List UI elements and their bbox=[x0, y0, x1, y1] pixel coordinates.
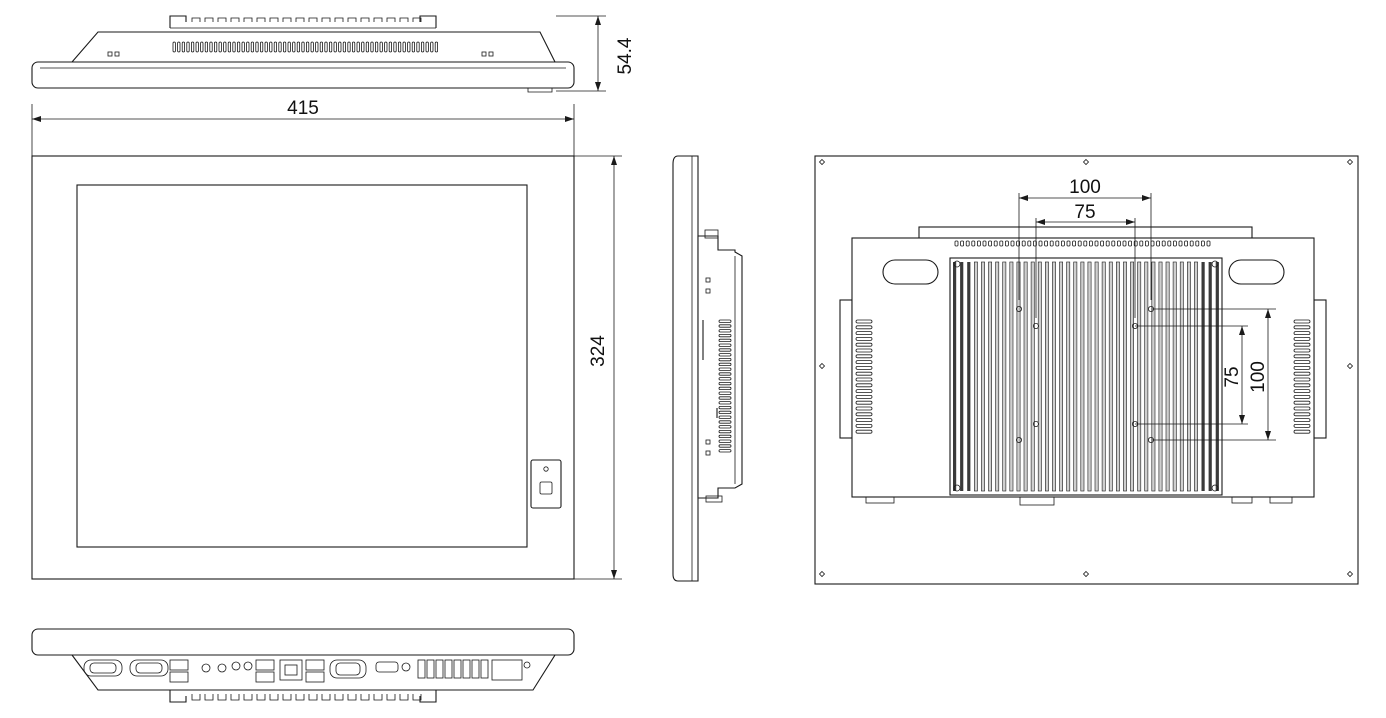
front-view bbox=[31, 155, 575, 580]
width-label: 415 bbox=[287, 98, 319, 119]
height-label: 324 bbox=[588, 335, 609, 367]
width-dimension: 415 bbox=[31, 98, 575, 156]
rear-view bbox=[814, 155, 1359, 585]
height-dimension: 324 bbox=[574, 155, 622, 580]
top-view bbox=[31, 15, 575, 93]
vesa-inner-v-label: 75 bbox=[1222, 366, 1243, 387]
vesa-vertical-dimensions: 75 100 bbox=[1135, 308, 1276, 441]
vesa-outer-v-label: 100 bbox=[1248, 361, 1269, 393]
vesa-inner-h-label: 75 bbox=[1074, 202, 1095, 223]
vesa-outer-h-label: 100 bbox=[1069, 177, 1101, 198]
depth-label: 54.4 bbox=[615, 37, 636, 74]
power-button bbox=[539, 481, 553, 495]
bottom-view bbox=[31, 628, 575, 703]
vesa-horizontal-dimensions: 100 75 bbox=[1018, 177, 1152, 318]
power-button-panel bbox=[530, 459, 562, 509]
depth-dimension: 54.4 bbox=[556, 15, 636, 92]
side-view bbox=[672, 155, 743, 582]
